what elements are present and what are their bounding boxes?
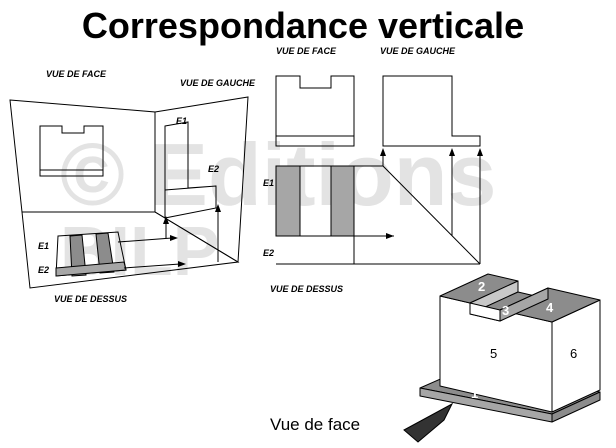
label-3d-front: VUE DE FACE bbox=[46, 69, 107, 79]
label-2d-top: VUE DE DESSUS bbox=[270, 284, 343, 294]
top-view-plane bbox=[21, 211, 240, 289]
view-direction-arrow-icon bbox=[403, 402, 454, 443]
iso-object bbox=[419, 273, 601, 423]
ortho-top-band-b bbox=[330, 165, 355, 237]
ortho-arrow-3 bbox=[477, 148, 483, 156]
label-3d-e1-floor: E1 bbox=[38, 241, 49, 251]
left-view-sketch bbox=[164, 121, 217, 219]
label-3d-e1-side: E1 bbox=[176, 116, 187, 126]
face-label-2: 2 bbox=[478, 279, 485, 294]
top-view-bottom bbox=[55, 261, 127, 277]
projection-box-3d bbox=[9, 96, 249, 289]
label-2d-e1: E1 bbox=[263, 178, 274, 188]
projection-line-e2 bbox=[123, 263, 181, 269]
page-title: Correspondance verticale bbox=[82, 5, 524, 46]
ortho-arrow-1 bbox=[380, 148, 386, 156]
label-3d-left: VUE DE GAUCHE bbox=[180, 78, 256, 88]
ortho-diagonal bbox=[382, 165, 481, 265]
ortho-front-view bbox=[275, 75, 355, 147]
label-2d-left: VUE DE GAUCHE bbox=[380, 46, 456, 56]
label-2d-front: VUE DE FACE bbox=[276, 46, 337, 56]
ortho-arrow-2 bbox=[449, 148, 455, 156]
slot-right-wall bbox=[499, 287, 549, 322]
ortho-top-band-a bbox=[275, 165, 301, 237]
orthographic-views bbox=[275, 75, 481, 265]
label-3d-e2-side: E2 bbox=[208, 164, 219, 174]
caption-vue-de-face: Vue de face bbox=[270, 415, 360, 434]
arrow-head-4 bbox=[163, 216, 169, 224]
face-label-4: 4 bbox=[546, 300, 554, 315]
label-3d-top: VUE DE DESSUS bbox=[54, 294, 127, 304]
arrow-head-3 bbox=[215, 204, 221, 212]
face-label-3: 3 bbox=[502, 303, 509, 318]
arrow-head-2 bbox=[178, 261, 186, 267]
label-3d-e2-floor: E2 bbox=[38, 265, 49, 275]
ortho-arrow-4 bbox=[386, 233, 394, 239]
label-2d-e2: E2 bbox=[263, 248, 274, 258]
face-label-5: 5 bbox=[490, 346, 497, 361]
base-side bbox=[551, 391, 601, 423]
watermark-line2: BILP bbox=[60, 212, 219, 290]
face-label-1: 1 bbox=[471, 386, 478, 401]
ortho-left-view bbox=[382, 75, 481, 147]
arrow-head-1 bbox=[170, 235, 178, 241]
face-label-6: 6 bbox=[570, 346, 577, 361]
projection-line-e1 bbox=[117, 237, 173, 243]
front-view-sketch bbox=[39, 125, 104, 177]
